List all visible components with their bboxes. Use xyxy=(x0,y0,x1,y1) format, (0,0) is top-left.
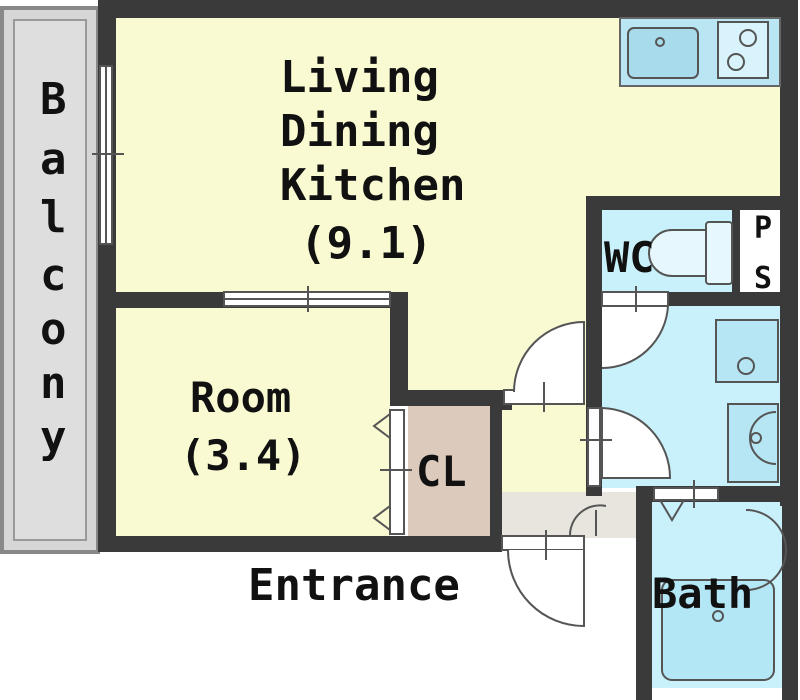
wall-wet-top xyxy=(586,196,798,210)
wall-closet-right xyxy=(490,390,502,550)
balcony-letter: B xyxy=(40,74,67,125)
room-label: Room xyxy=(190,373,291,422)
basin-drain-icon xyxy=(750,432,762,444)
room-size-label: (3.4) xyxy=(180,431,306,480)
bath-drain-icon xyxy=(712,610,724,622)
wall-ps-left xyxy=(732,196,740,306)
toilet-tank-icon xyxy=(705,221,733,285)
closet-door[interactable] xyxy=(389,409,405,535)
washroom-door[interactable] xyxy=(587,407,601,487)
bath-shower-swing xyxy=(745,509,787,591)
entrance-door-swing xyxy=(507,549,585,628)
wall-bottom-left xyxy=(98,536,502,552)
sink-drain-icon xyxy=(655,37,665,47)
ldk-size-label: (9.1) xyxy=(300,218,432,269)
balcony-letter: c xyxy=(40,250,67,301)
burner-icon xyxy=(739,29,757,47)
outer-wall-right-upper xyxy=(780,0,798,200)
wall-right-middle xyxy=(780,196,798,506)
wall-closet-top xyxy=(390,390,502,406)
ps-label-line1: P xyxy=(754,211,772,246)
wc-door-swing xyxy=(601,305,670,370)
wall-bath-left xyxy=(636,486,652,700)
ps-label-line2: S xyxy=(754,261,772,296)
stove-icon xyxy=(717,21,769,79)
ps-shaft xyxy=(738,210,780,292)
wall-room-right xyxy=(390,292,408,406)
closet-label: CL xyxy=(416,447,467,496)
closet-floor xyxy=(408,406,490,536)
ldk-label-line3: Kitchen xyxy=(280,160,465,211)
ldk-label-line2: Dining xyxy=(280,106,439,157)
balcony-letter: a xyxy=(40,134,67,185)
toilet-bowl-icon xyxy=(648,229,707,277)
balcony-letter: y xyxy=(40,412,67,463)
washer-drum-icon xyxy=(737,357,755,375)
balcony-letter: n xyxy=(40,358,67,409)
shoe-box-swing xyxy=(568,504,607,537)
burner-icon xyxy=(727,53,745,71)
bath-door[interactable] xyxy=(653,487,719,501)
wall-bath-right xyxy=(782,486,798,700)
ldk-label-line1: Living xyxy=(280,52,439,103)
closet-door-fold-mark xyxy=(372,505,391,531)
wc-label: WC xyxy=(604,233,655,282)
entrance-floor xyxy=(502,492,636,538)
balcony-inner-edge xyxy=(13,19,87,541)
ldk-door-swing xyxy=(513,320,585,393)
balcony-letter: o xyxy=(40,304,67,355)
kitchen-sink-icon xyxy=(627,27,699,79)
bath-label: Bath xyxy=(652,569,753,618)
washing-machine-icon xyxy=(715,319,779,383)
closet-door-fold-mark xyxy=(372,413,391,439)
washroom-door-swing xyxy=(601,406,672,479)
bath-door-fold-mark xyxy=(659,499,685,522)
room-floor xyxy=(116,308,390,536)
ldk-floor xyxy=(116,18,780,392)
bathtub-icon xyxy=(661,579,775,681)
balcony-letter: l xyxy=(40,192,67,243)
outer-wall-top xyxy=(98,0,796,18)
entrance-label: Entrance xyxy=(248,560,460,611)
entrance-door[interactable] xyxy=(501,535,585,551)
